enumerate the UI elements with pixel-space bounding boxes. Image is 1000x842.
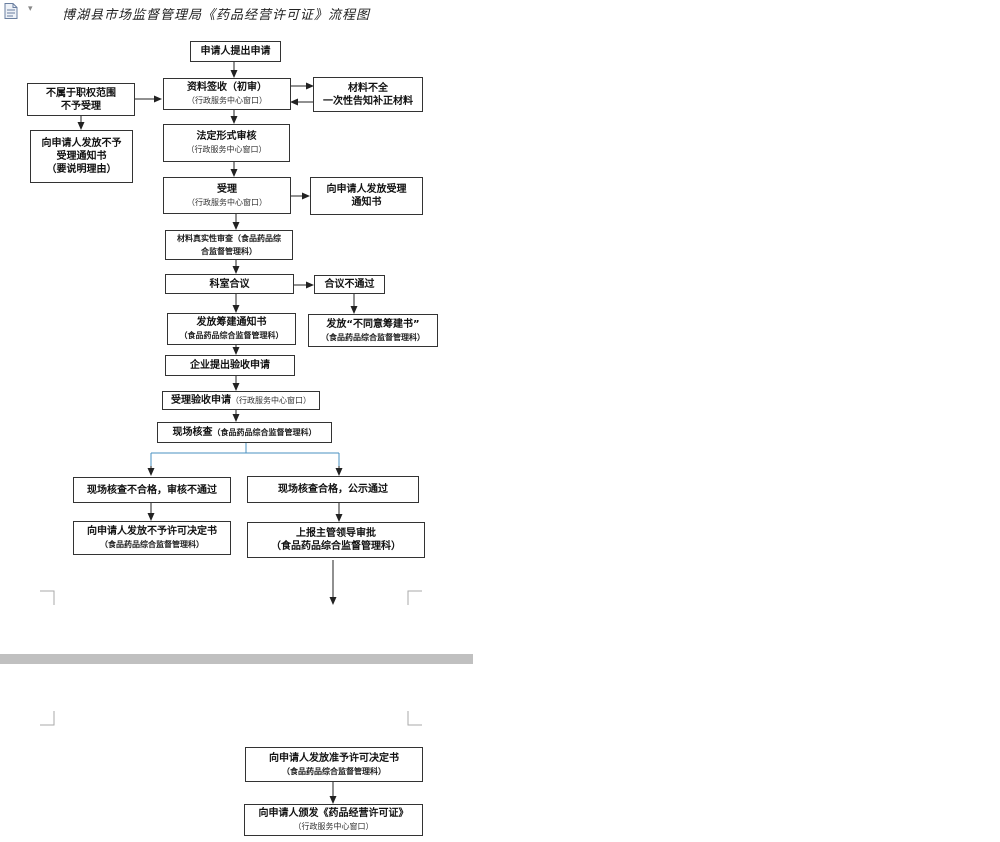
flow-step-accept: 受理 （行政服务中心窗口） xyxy=(163,177,291,214)
page-separator xyxy=(0,654,473,664)
step-label: 科室合议 xyxy=(209,278,250,290)
step-label: 不属于职权范围 xyxy=(46,87,116,99)
flow-step-onsite: 现场核查 （食品药品综合监督管理科） xyxy=(157,422,332,443)
step-sublabel: （食品药品综合监督管理科） xyxy=(321,332,425,342)
step-label: 合议不通过 xyxy=(324,279,375,290)
step-label: 发放“不同意筹建书” xyxy=(326,318,420,330)
step-label: 现场核查 xyxy=(172,427,213,438)
flow-step-reject-notice: 向申请人发放不予 受理通知书 （要说明理由） xyxy=(30,130,133,183)
step-label: 向申请人发放准予许可决定书 xyxy=(269,752,399,764)
step-sublabel: （行政服务中心窗口） xyxy=(293,822,374,831)
step-sublabel: （食品药品综合监督管理科） xyxy=(100,540,204,549)
branch-connector xyxy=(150,443,340,470)
step-sublabel: （食品药品综合监督管理科） xyxy=(282,766,386,776)
step-label: 法定形式审核 xyxy=(196,131,257,142)
flow-step-issue-license: 向申请人颁发《药品经营许可证》 （行政服务中心窗口） xyxy=(244,804,423,836)
flow-step-disagree: 发放“不同意筹建书” （食品药品综合监督管理科） xyxy=(308,314,438,347)
flow-step-intake: 资料签收（初审） （行政服务中心窗口） xyxy=(163,78,291,110)
flow-step-dept-meeting: 科室合议 xyxy=(165,274,294,294)
step-label: 不予受理 xyxy=(61,100,101,112)
step-label: 材料真实性审查（食品药品综 xyxy=(177,234,281,243)
flow-step-apply: 申请人提出申请 xyxy=(190,41,281,62)
document-title-bar: ▾ 博湖县市场监督管理局《药品经营许可证》流程图 xyxy=(0,0,480,24)
step-label: 受理 xyxy=(217,183,237,195)
step-label: 资料签收（初审） xyxy=(187,82,267,93)
step-label: （食品药品综合监督管理科） xyxy=(271,541,401,552)
step-label: 向申请人发放不予 xyxy=(41,138,122,149)
step-sublabel: （行政服务中心窗口） xyxy=(187,197,267,207)
chevron-down-icon[interactable]: ▾ xyxy=(28,4,33,14)
flow-step-onsite-fail: 现场核查不合格，审核不通过 xyxy=(73,477,231,503)
step-sublabel: （行政服务中心窗口） xyxy=(186,145,267,154)
step-label: 现场核查不合格，审核不通过 xyxy=(87,484,217,496)
page-title: 博湖县市场监督管理局《药品经营许可证》流程图 xyxy=(62,8,371,23)
crop-marks xyxy=(40,590,422,726)
flow-step-acceptance-receive: 受理验收申请 （行政服务中心窗口） xyxy=(162,391,320,410)
flow-step-meeting-fail: 合议不通过 xyxy=(314,275,385,294)
flow-step-accept-notice: 向申请人发放受理 通知书 xyxy=(310,177,423,215)
flow-step-onsite-pass: 现场核查合格，公示通过 xyxy=(247,476,419,503)
step-sublabel: （食品药品综合监督管理科） xyxy=(179,331,284,340)
step-label: 受理验收申请 xyxy=(171,395,231,406)
step-label: 一次性告知补正材料 xyxy=(323,95,413,107)
step-label: 受理通知书 xyxy=(56,151,107,162)
step-label: 企业提出验收申请 xyxy=(190,360,270,371)
flow-step-incomplete: 材料不全 一次性告知补正材料 xyxy=(313,77,423,112)
step-label: 向申请人颁发《药品经营许可证》 xyxy=(258,808,409,819)
flow-step-deny-license: 向申请人发放不予许可决定书 （食品药品综合监督管理科） xyxy=(73,521,231,555)
step-sublabel: （行政服务中心窗口） xyxy=(187,96,267,105)
flow-step-acceptance-apply: 企业提出验收申请 xyxy=(165,355,295,376)
flow-step-authenticity: 材料真实性审查（食品药品综 合监督管理科） xyxy=(165,230,293,260)
step-label: 现场核查合格，公示通过 xyxy=(278,484,388,495)
step-label: （要说明理由） xyxy=(46,164,117,175)
flow-step-formal-review: 法定形式审核 （行政服务中心窗口） xyxy=(163,124,290,162)
step-label: 向申请人发放不予许可决定书 xyxy=(87,526,217,537)
flow-step-prep-notice: 发放筹建通知书 （食品药品综合监督管理科） xyxy=(167,313,296,345)
flow-step-grant-decision: 向申请人发放准予许可决定书 （食品药品综合监督管理科） xyxy=(245,747,423,782)
step-label: 上报主管领导审批 xyxy=(296,528,376,539)
step-sublabel: （食品药品综合监督管理科） xyxy=(212,428,317,437)
step-label: 通知书 xyxy=(351,197,382,208)
step-label: 发放筹建通知书 xyxy=(196,317,267,328)
document-icon[interactable] xyxy=(4,3,18,19)
step-label: 向申请人发放受理 xyxy=(326,184,407,195)
step-label: 合监督管理科） xyxy=(201,247,257,256)
flow-step-out-of-scope: 不属于职权范围 不予受理 xyxy=(27,83,135,116)
step-label: 申请人提出申请 xyxy=(200,46,271,57)
step-sublabel: （行政服务中心窗口） xyxy=(231,396,311,405)
flow-step-report: 上报主管领导审批 （食品药品综合监督管理科） xyxy=(247,522,425,558)
step-label: 材料不全 xyxy=(348,82,388,94)
